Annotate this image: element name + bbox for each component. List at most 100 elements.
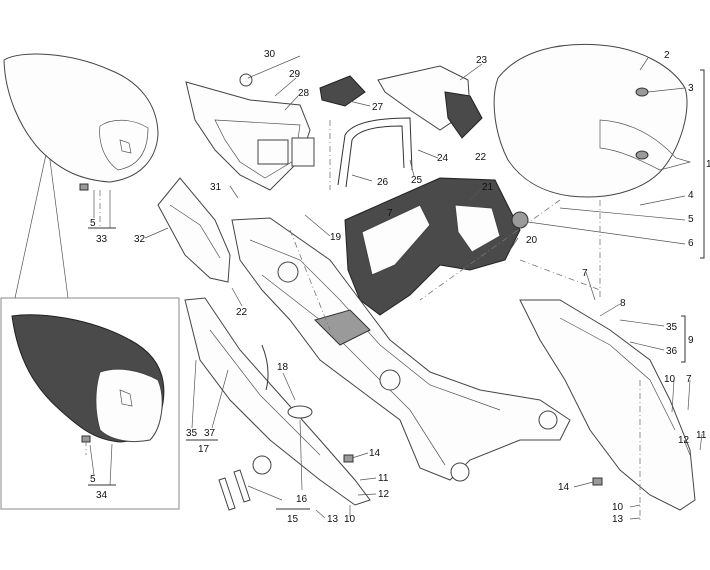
callout: 10 — [344, 514, 356, 525]
callout: 22 — [236, 307, 248, 318]
subframe-cover-opening-left — [361, 204, 431, 276]
callout: 21 — [482, 182, 494, 193]
callout: 11 — [696, 430, 707, 441]
callout: 29 — [289, 69, 301, 80]
leader — [89, 444, 95, 476]
electronics-tray — [185, 81, 311, 191]
callout: 5 — [90, 474, 96, 485]
grab-handle — [337, 117, 413, 186]
callout: 9 — [688, 335, 694, 346]
callout: 33 — [96, 234, 108, 245]
callout: 17 — [198, 444, 210, 455]
assembly-line — [519, 259, 601, 291]
cover-fastener-bottom — [635, 150, 649, 160]
callout: 5 — [688, 214, 694, 225]
callout: 11 — [378, 473, 389, 484]
left-side-panel — [184, 297, 371, 506]
callout: 7 — [387, 208, 393, 219]
control-unit — [291, 137, 315, 167]
callout: 22 — [475, 152, 487, 163]
callout: 35 — [186, 428, 198, 439]
battery-box — [257, 139, 289, 165]
callout: 15 — [287, 514, 299, 525]
callout: 14 — [558, 482, 570, 493]
inset-connector-right — [47, 144, 69, 299]
callout: 5 — [90, 218, 96, 229]
callout: 27 — [372, 102, 384, 113]
callout: 24 — [437, 153, 449, 164]
leader — [247, 485, 283, 501]
callout: 8 — [620, 298, 626, 309]
callout: 19 — [330, 232, 342, 243]
assembly-line — [289, 229, 331, 331]
rider-seat-logo — [119, 139, 132, 154]
callout: 4 — [688, 190, 694, 201]
callout: 36 — [666, 346, 678, 357]
group-bracket-9 — [681, 315, 686, 363]
grab-handle-inner — [345, 125, 405, 188]
callout: 25 — [411, 175, 423, 186]
leader — [191, 359, 197, 429]
tail-cover — [493, 43, 688, 198]
callout: 18 — [277, 362, 289, 373]
rubber-pad — [319, 75, 366, 107]
callout: 31 — [210, 182, 222, 193]
callout: 37 — [204, 428, 216, 439]
subframe-boss-3 — [450, 462, 470, 482]
callout: 16 — [296, 494, 308, 505]
grommet — [239, 73, 253, 87]
callout: 10 — [664, 374, 676, 385]
right-side-panel-crease — [559, 317, 676, 431]
callout: 23 — [476, 55, 488, 66]
inset-connector-left — [14, 144, 49, 299]
subframe-boss-1 — [277, 261, 299, 283]
callout: 7 — [686, 374, 692, 385]
tail-light-lens — [444, 91, 483, 139]
tail-cover-fin — [599, 119, 692, 171]
subframe-boss-2 — [379, 369, 401, 391]
rear-subframe — [231, 217, 571, 481]
callout: 7 — [582, 268, 588, 279]
left-tail-panel-edge — [169, 204, 221, 259]
rubber-bumper — [511, 211, 529, 229]
callout: 13 — [612, 514, 624, 525]
callout-labels: 2 3 1 4 5 6 30 29 28 27 23 24 25 26 22 2… — [90, 49, 710, 525]
cover-fastener-top — [635, 87, 649, 97]
key-1 — [233, 469, 251, 503]
group-bracket-1 — [700, 69, 705, 259]
callout: 30 — [264, 49, 276, 60]
seat-cowl-logo — [119, 389, 133, 407]
leader — [109, 443, 113, 486]
seat-fastener — [79, 183, 89, 191]
callout: 32 — [134, 234, 146, 245]
callout: 14 — [369, 448, 381, 459]
callout: 6 — [688, 238, 694, 249]
callout: 12 — [678, 435, 690, 446]
callout: 3 — [688, 83, 694, 94]
callout: 20 — [526, 235, 538, 246]
subframe-boss-4 — [538, 410, 558, 430]
assembly-line — [419, 199, 561, 301]
left-tail-panel — [157, 177, 231, 283]
rider-seat-tail — [99, 119, 149, 171]
rider-seat — [3, 53, 159, 183]
callout: 1 — [706, 159, 710, 170]
callout: 13 — [327, 514, 339, 525]
subframe-bracket — [314, 309, 371, 346]
callout: 2 — [664, 50, 670, 61]
lock-barrel — [252, 455, 272, 475]
callout: 26 — [377, 177, 389, 188]
left-side-panel-crease — [209, 329, 321, 456]
seal-ring — [287, 405, 313, 419]
subframe-cover-opening-right — [454, 204, 501, 253]
panel-clip-left — [343, 454, 354, 463]
tray-inner — [214, 119, 301, 179]
callout: 28 — [298, 88, 310, 99]
callout: 12 — [378, 489, 390, 500]
panel-clip — [592, 477, 603, 486]
leader-lines — [144, 55, 703, 520]
right-side-panel — [519, 299, 696, 511]
callout: 35 — [666, 322, 678, 333]
